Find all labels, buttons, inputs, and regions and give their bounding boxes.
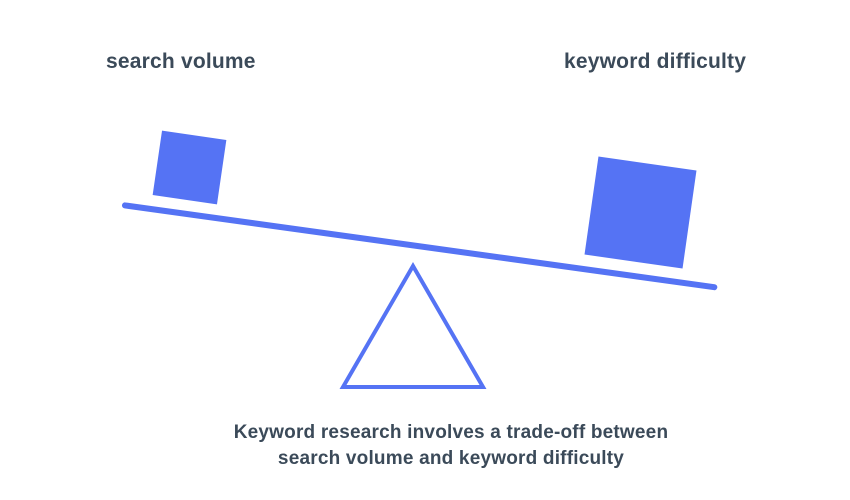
search-volume-square-icon <box>152 130 227 205</box>
caption-line-2: search volume and keyword difficulty <box>277 448 625 469</box>
search-volume-label: search volume <box>106 50 256 73</box>
keyword-difficulty-label: keyword difficulty <box>564 50 747 73</box>
caption-line-1: Keyword research involves a trade-off be… <box>233 422 669 443</box>
caption: Keyword research involves a trade-off be… <box>52 420 850 472</box>
keyword-difficulty-square-icon <box>584 156 697 269</box>
fulcrum-triangle-icon <box>339 262 487 389</box>
